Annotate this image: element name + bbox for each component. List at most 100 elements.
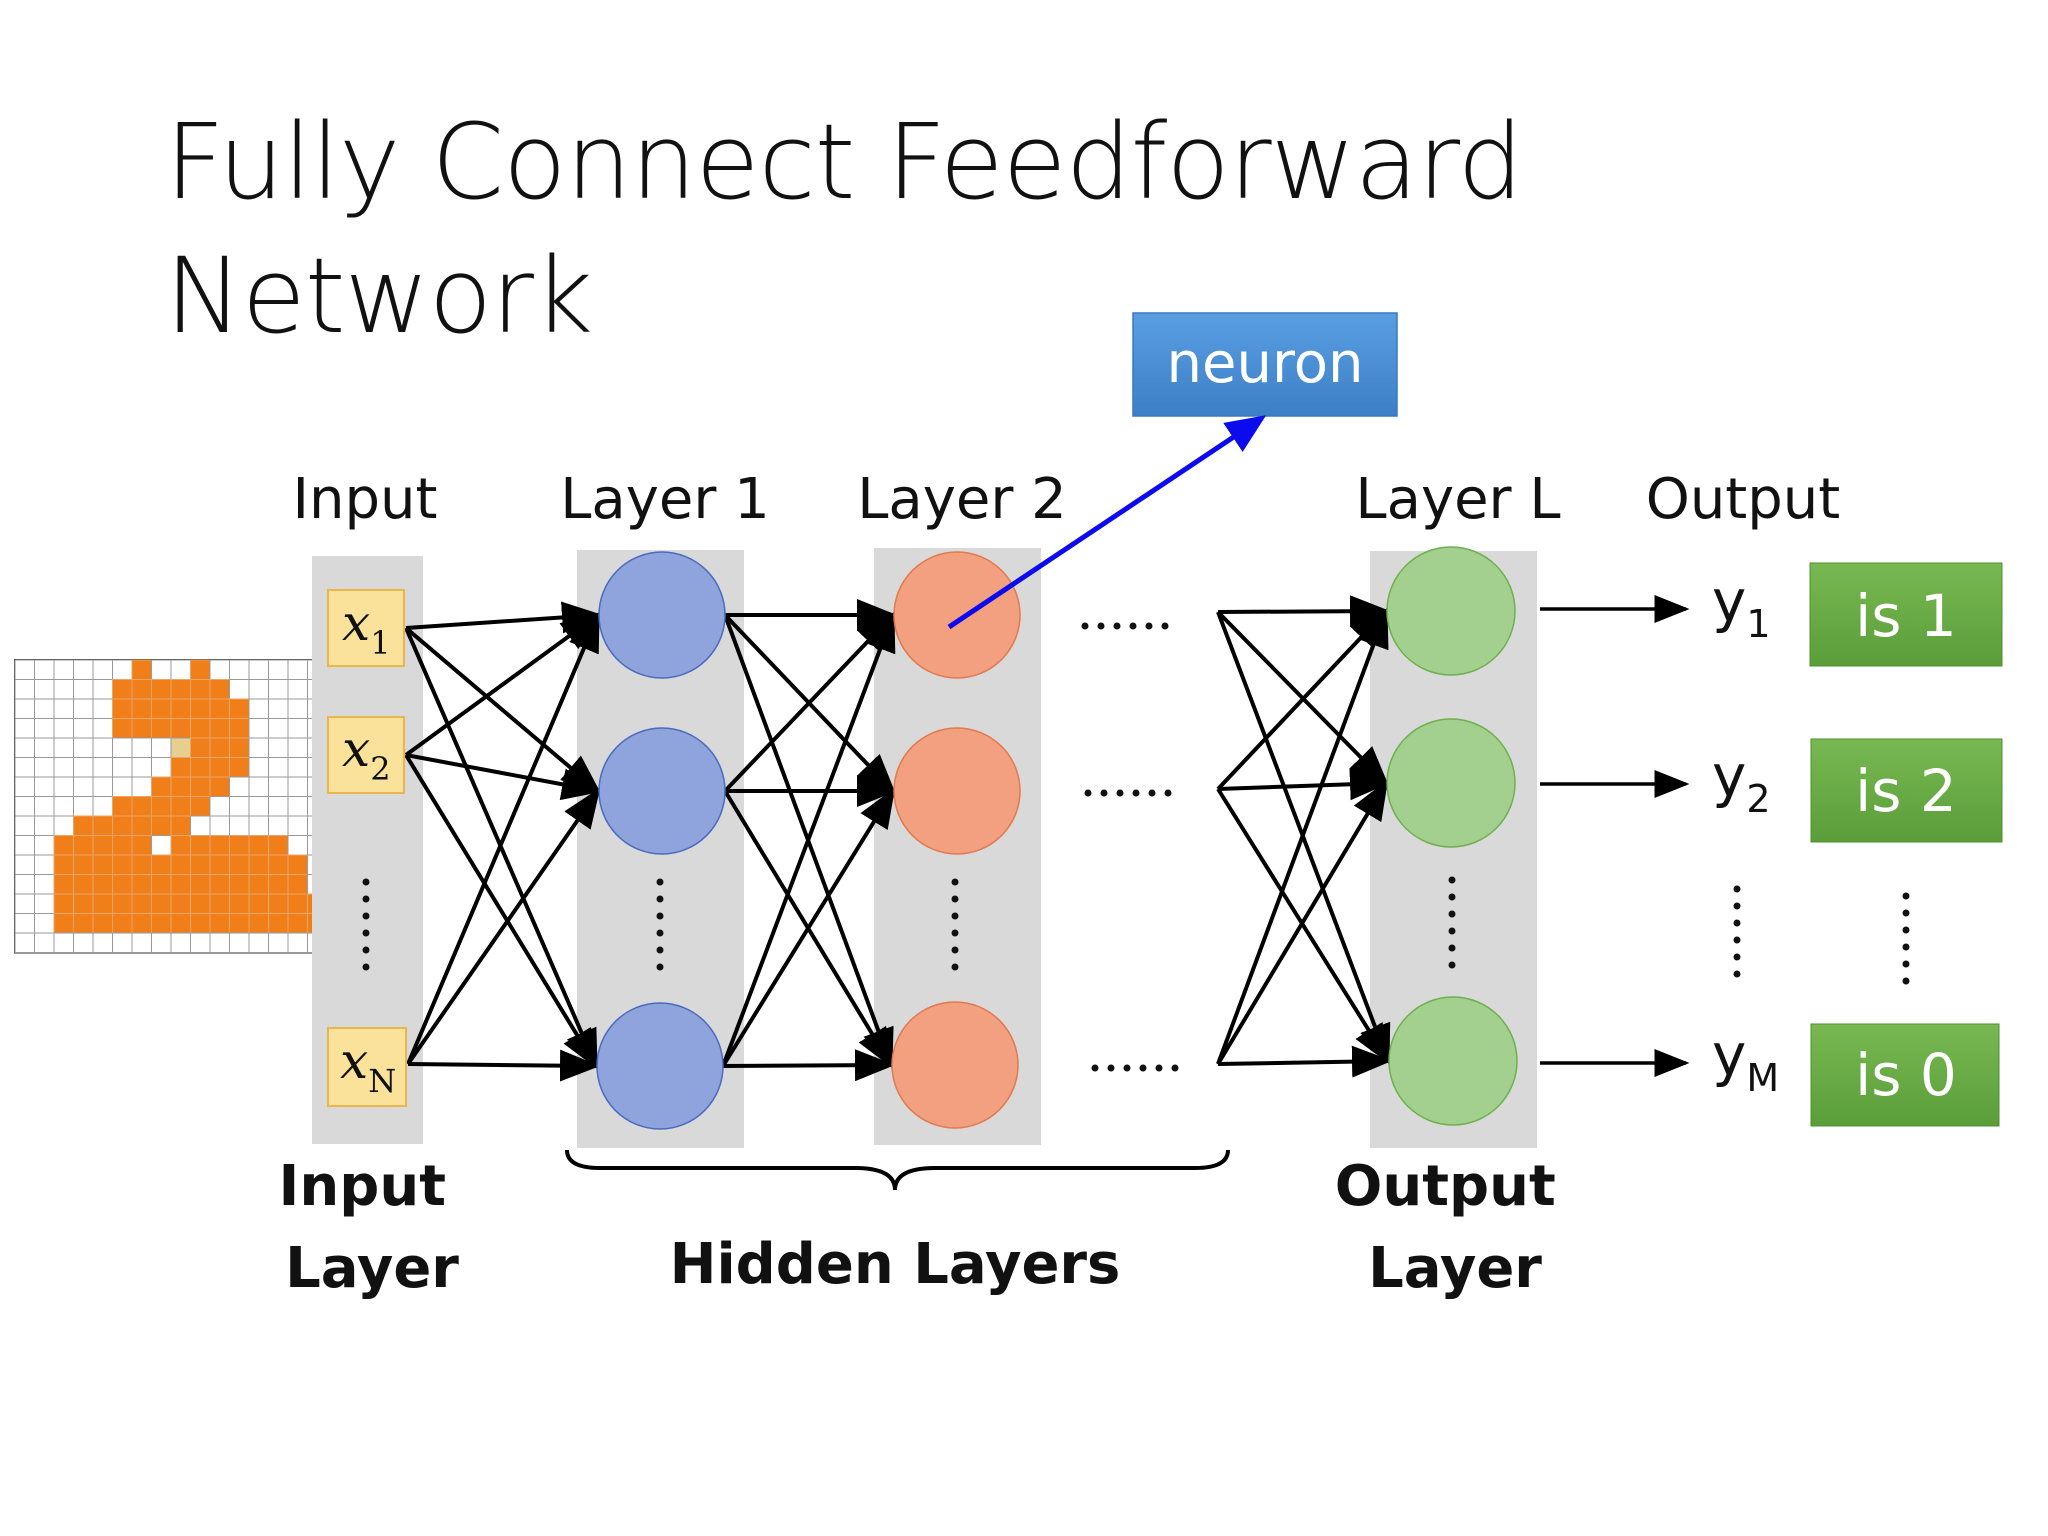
- connection-arrow: [404, 753, 599, 1070]
- pixel-cell: [53, 835, 74, 856]
- pixel-cell: [131, 815, 152, 836]
- pixel-cell: [112, 659, 133, 680]
- pixel-cell: [268, 874, 289, 895]
- svg-text:yM: yM: [1712, 1021, 1779, 1100]
- pixel-cell: [14, 835, 35, 856]
- pixel-cell: [34, 932, 55, 953]
- pixel-cell: [268, 893, 289, 914]
- network-edges: [404, 595, 1392, 1082]
- connection-arrow: [406, 787, 601, 1066]
- pixel-cell: [151, 776, 172, 797]
- pixel-cell: [112, 776, 133, 797]
- pixel-cell: [92, 932, 113, 953]
- connection-arrow: [405, 753, 602, 801]
- pixel-cell: [73, 776, 94, 797]
- pixel-cell: [248, 913, 269, 934]
- pixel-cell: [209, 796, 230, 817]
- connection-arrow: [1217, 768, 1390, 801]
- layer1-vertical-ellipsis: [656, 878, 664, 971]
- pixel-cell: [170, 737, 191, 758]
- header-output: Output: [1646, 467, 1841, 532]
- header-layerL: Layer L: [1355, 467, 1560, 532]
- pixel-cell: [34, 874, 55, 895]
- pixel-cell: [131, 718, 152, 739]
- pixel-cell: [53, 815, 74, 836]
- pixel-cell: [34, 737, 55, 758]
- pixel-cell: [73, 835, 94, 856]
- pixel-cell: [287, 718, 308, 739]
- header-layer2: Layer 2: [857, 467, 1067, 532]
- pixel-cell: [92, 737, 113, 758]
- pixel-cell: [190, 932, 211, 953]
- pixel-cell: [112, 835, 133, 856]
- svg-text:y2: y2: [1712, 742, 1771, 821]
- pixel-cell: [190, 698, 211, 719]
- input-node-xN: xN: [327, 1027, 407, 1107]
- pixel-cell: [287, 659, 308, 680]
- pixel-cell: [53, 679, 74, 700]
- pixel-cell: [151, 679, 172, 700]
- pixel-cell: [112, 679, 133, 700]
- pixel-cell: [92, 835, 113, 856]
- input-vertical-ellipsis: [362, 878, 370, 971]
- pixel-cell: [92, 659, 113, 680]
- layer2-neurons: [891, 551, 1021, 1129]
- pixel-cell: [209, 913, 230, 934]
- hidden-layers-label: Hidden Layers: [670, 1232, 1121, 1297]
- pixel-cell: [73, 698, 94, 719]
- pixel-cell: [131, 659, 152, 680]
- pixel-cell: [248, 679, 269, 700]
- y-vertical-ellipsis: [1733, 885, 1741, 978]
- pixel-cell: [14, 932, 35, 953]
- pixel-cell: [14, 757, 35, 778]
- pixel-cell: [170, 913, 191, 934]
- pixel-cell: [151, 698, 172, 719]
- pixel-cell: [209, 659, 230, 680]
- pixel-cell: [190, 835, 211, 856]
- pixel-cell: [14, 854, 35, 875]
- pixel-cell: [151, 757, 172, 778]
- pixel-cell: [53, 796, 74, 817]
- pixel-cell: [73, 815, 94, 836]
- pixel-cell: [112, 854, 133, 875]
- connection-arrow: [406, 611, 600, 1065]
- pixel-cell: [268, 854, 289, 875]
- pixel-cell: [53, 659, 74, 680]
- pixel-cell: [229, 932, 250, 953]
- pixel-cell: [190, 679, 211, 700]
- pixel-cell: [151, 737, 172, 758]
- pixel-cell: [151, 659, 172, 680]
- pixel-cell: [287, 698, 308, 719]
- vertical-ellipses: [362, 876, 1910, 985]
- pixel-cell: [73, 913, 94, 934]
- pixel-cell: [229, 796, 250, 817]
- pixel-cell: [92, 893, 113, 914]
- connection-arrow: [407, 1049, 600, 1082]
- neuron: [1388, 996, 1518, 1126]
- pixel-cell: [131, 932, 152, 953]
- pixel-cell: [14, 659, 35, 680]
- connection-arrow: [1216, 607, 1389, 1065]
- pixel-cell: [151, 932, 172, 953]
- pixel-cell: [229, 659, 250, 680]
- pixel-cell: [14, 737, 35, 758]
- pixel-cell: [209, 854, 230, 875]
- pixel-cell: [229, 718, 250, 739]
- pixel-cell: [248, 757, 269, 778]
- pixel-cell: [190, 776, 211, 797]
- pixel-cell: [34, 757, 55, 778]
- pixel-cell: [14, 893, 35, 914]
- pixel-cell: [248, 698, 269, 719]
- neuron: [1386, 718, 1516, 848]
- connection-arrow: [721, 787, 896, 1068]
- connection-arrow: [1216, 779, 1389, 1066]
- pixel-cell: [170, 796, 191, 817]
- layerL-vertical-ellipsis: [1448, 876, 1456, 969]
- pixel-cell: [151, 874, 172, 895]
- pixel-cell: [170, 659, 191, 680]
- pixel-cell: [268, 737, 289, 758]
- pixel-cell: [248, 659, 269, 680]
- pixel-cell: [248, 835, 269, 856]
- pixel-cell: [34, 913, 55, 934]
